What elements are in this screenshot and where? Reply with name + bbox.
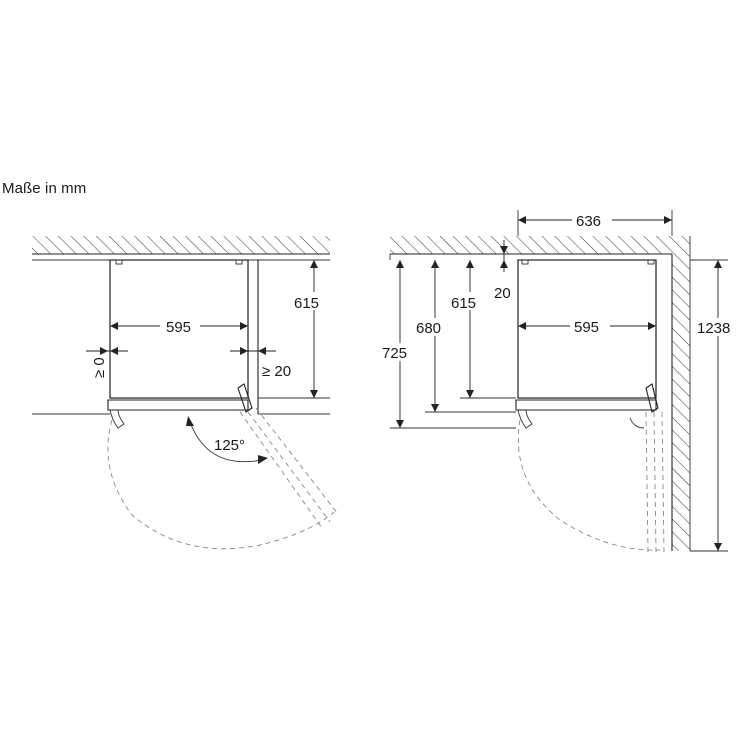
left-depth-label-bg	[292, 292, 330, 310]
left-door-open-edge-2	[247, 411, 331, 523]
handle-depth-label-bg	[414, 318, 452, 336]
right-gap-arrow-a	[240, 347, 248, 355]
right-door-hinge-left	[517, 409, 533, 429]
left-door-closed	[107, 399, 249, 411]
right-door-closed	[515, 399, 657, 411]
top-gap-arrow-a	[500, 246, 508, 254]
right-door-open-arc	[517, 419, 661, 551]
overall-width-arrow-l	[518, 216, 526, 224]
right-view: 636 595 20 615 680	[380, 210, 736, 553]
left-door-open-edge-1	[239, 411, 323, 529]
left-width-arrow-r	[240, 322, 248, 330]
top-gap-arrow-b	[500, 260, 508, 268]
total-depth-arrow-b	[396, 420, 404, 428]
handle-depth-arrow-b	[431, 404, 439, 412]
total-depth-label: 725	[382, 345, 407, 362]
right-width-arrow-r	[648, 322, 656, 330]
right-wall-hatch	[390, 236, 690, 254]
left-door-open-edge-3	[255, 407, 339, 515]
right-width-label: 595	[574, 319, 599, 336]
right-depth-arrow-b	[466, 390, 474, 398]
left-angle-arrow-start	[186, 416, 194, 426]
left-gap-label: ≥ 0	[91, 357, 108, 378]
left-appliance-body	[109, 259, 249, 399]
overall-width-label-bg	[572, 210, 612, 228]
left-gap-arrow-a	[100, 347, 108, 355]
right-door-open-edge-2	[653, 411, 657, 553]
right-width-arrow-l	[518, 322, 526, 330]
right-gap-arrow-b	[258, 347, 266, 355]
left-angle-arrow-end	[258, 455, 268, 464]
left-door-open-arc	[107, 419, 335, 550]
left-door-hinge-left	[109, 409, 125, 429]
left-depth-arrow-b	[310, 390, 318, 398]
left-door-handle	[237, 383, 253, 413]
right-width-label-bg	[570, 316, 610, 334]
right-depth-label-bg	[449, 292, 487, 310]
left-appliance-top-right-foot	[235, 259, 243, 265]
open-depth-arrow-b	[714, 543, 722, 551]
left-width-label-bg	[160, 316, 200, 334]
left-depth-arrow-t	[310, 260, 318, 268]
right-door-open-edge-1	[645, 411, 649, 553]
right-side-wall-hatch	[672, 254, 690, 551]
left-width-label: 595	[166, 319, 191, 336]
left-depth-label: 615	[294, 295, 319, 312]
total-depth-label-bg	[380, 343, 418, 361]
right-door-handle	[645, 383, 659, 413]
left-view: 125° 595 ≥ 0 ≥ 20 615	[32, 236, 339, 550]
left-gap-arrow-b	[110, 347, 118, 355]
handle-depth-label: 680	[416, 320, 441, 337]
left-wall-hatch	[32, 236, 330, 254]
open-depth-label: 1238	[697, 320, 730, 337]
left-appliance-top-left-foot	[115, 259, 123, 265]
top-gap-label: 20	[494, 285, 511, 302]
open-depth-label-bg	[696, 318, 736, 336]
left-width-arrow-l	[110, 322, 118, 330]
right-depth-arrow-t	[466, 260, 474, 268]
right-gap-label: ≥ 20	[262, 363, 291, 380]
left-angle-label: 125°	[214, 437, 245, 454]
units-caption: Maße in mm	[2, 180, 87, 197]
total-depth-arrow-t	[396, 260, 404, 268]
right-door-open-edge-3	[661, 411, 665, 553]
overall-width-arrow-r	[664, 216, 672, 224]
right-appliance-top-right-foot	[647, 259, 655, 265]
handle-depth-arrow-t	[431, 260, 439, 268]
right-door-angle-mark	[629, 417, 645, 429]
open-depth-arrow-t	[714, 260, 722, 268]
left-angle-arc	[189, 421, 263, 463]
overall-width-label: 636	[576, 213, 601, 230]
right-depth-label: 615	[451, 295, 476, 312]
right-appliance-top-left-foot	[521, 259, 529, 265]
